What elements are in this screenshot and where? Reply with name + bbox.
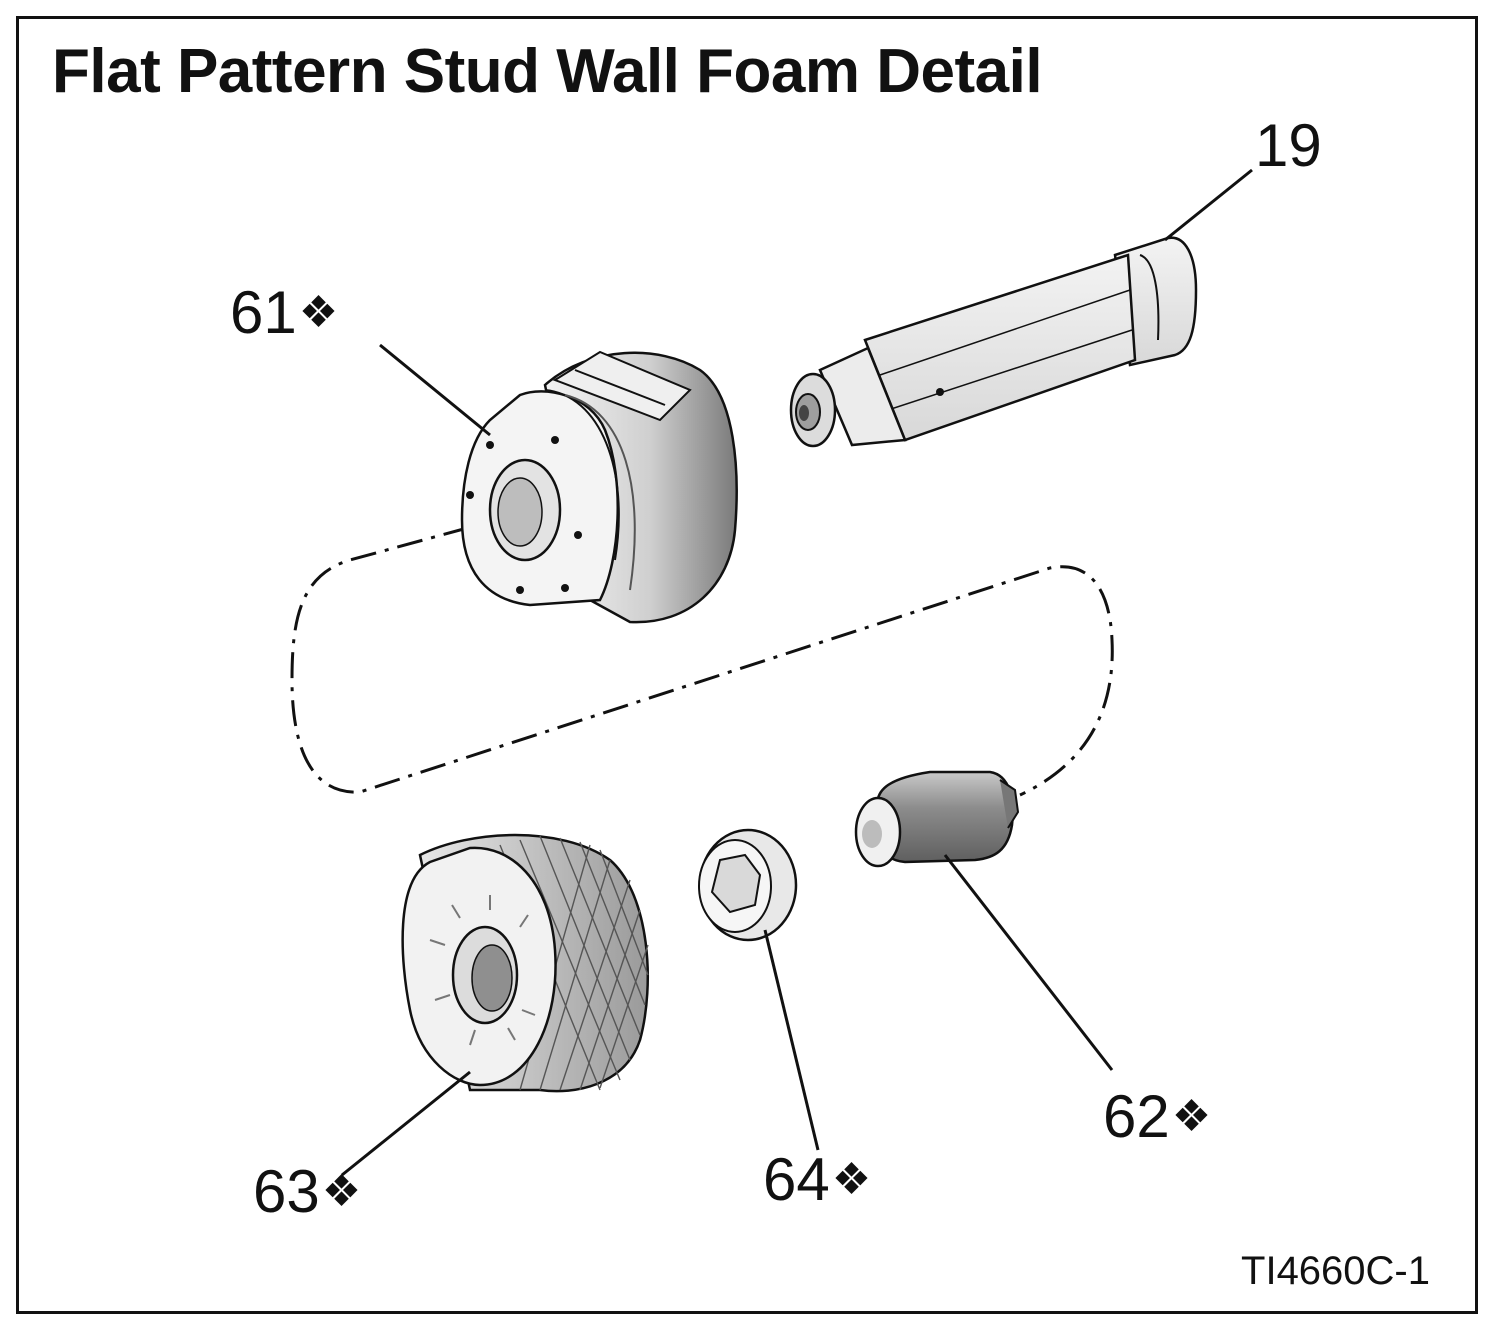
callout-number: 63 [253, 1158, 320, 1225]
figure-id: TI4660C-1 [1241, 1249, 1430, 1293]
callout-number: 64 [763, 1146, 830, 1213]
leader-63 [341, 1070, 471, 1177]
part-64-plug [698, 828, 798, 942]
diamond-mark-icon: ❖ [831, 1155, 872, 1204]
diamond-mark-icon: ❖ [298, 288, 339, 337]
callout-number: 62 [1103, 1083, 1170, 1150]
dash-dot-assembly-path [290, 513, 1114, 797]
callout-64: 64❖ [763, 1150, 871, 1210]
callout-number: 61 [230, 279, 297, 346]
leader-61 [379, 343, 491, 437]
leader-19 [1164, 168, 1253, 242]
part-19-pump-rod [789, 236, 1198, 448]
diamond-mark-icon: ❖ [321, 1167, 362, 1216]
diamond-mark-icon: ❖ [1171, 1092, 1212, 1141]
part-61-gland-nut [460, 350, 738, 624]
part-63-knurled-piston [401, 833, 650, 1093]
diagram-title: Flat Pattern Stud Wall Foam Detail [52, 37, 1043, 106]
callout-number: 19 [1255, 112, 1322, 179]
callout-19: 19 [1255, 116, 1322, 176]
callout-62: 62❖ [1103, 1087, 1211, 1147]
leader-64 [763, 929, 820, 1151]
part-62-piston-stud [854, 770, 1020, 868]
callout-63: 63❖ [253, 1162, 361, 1222]
leader-lines [341, 168, 1253, 1177]
leader-62 [943, 854, 1114, 1071]
callout-61: 61❖ [230, 283, 338, 343]
